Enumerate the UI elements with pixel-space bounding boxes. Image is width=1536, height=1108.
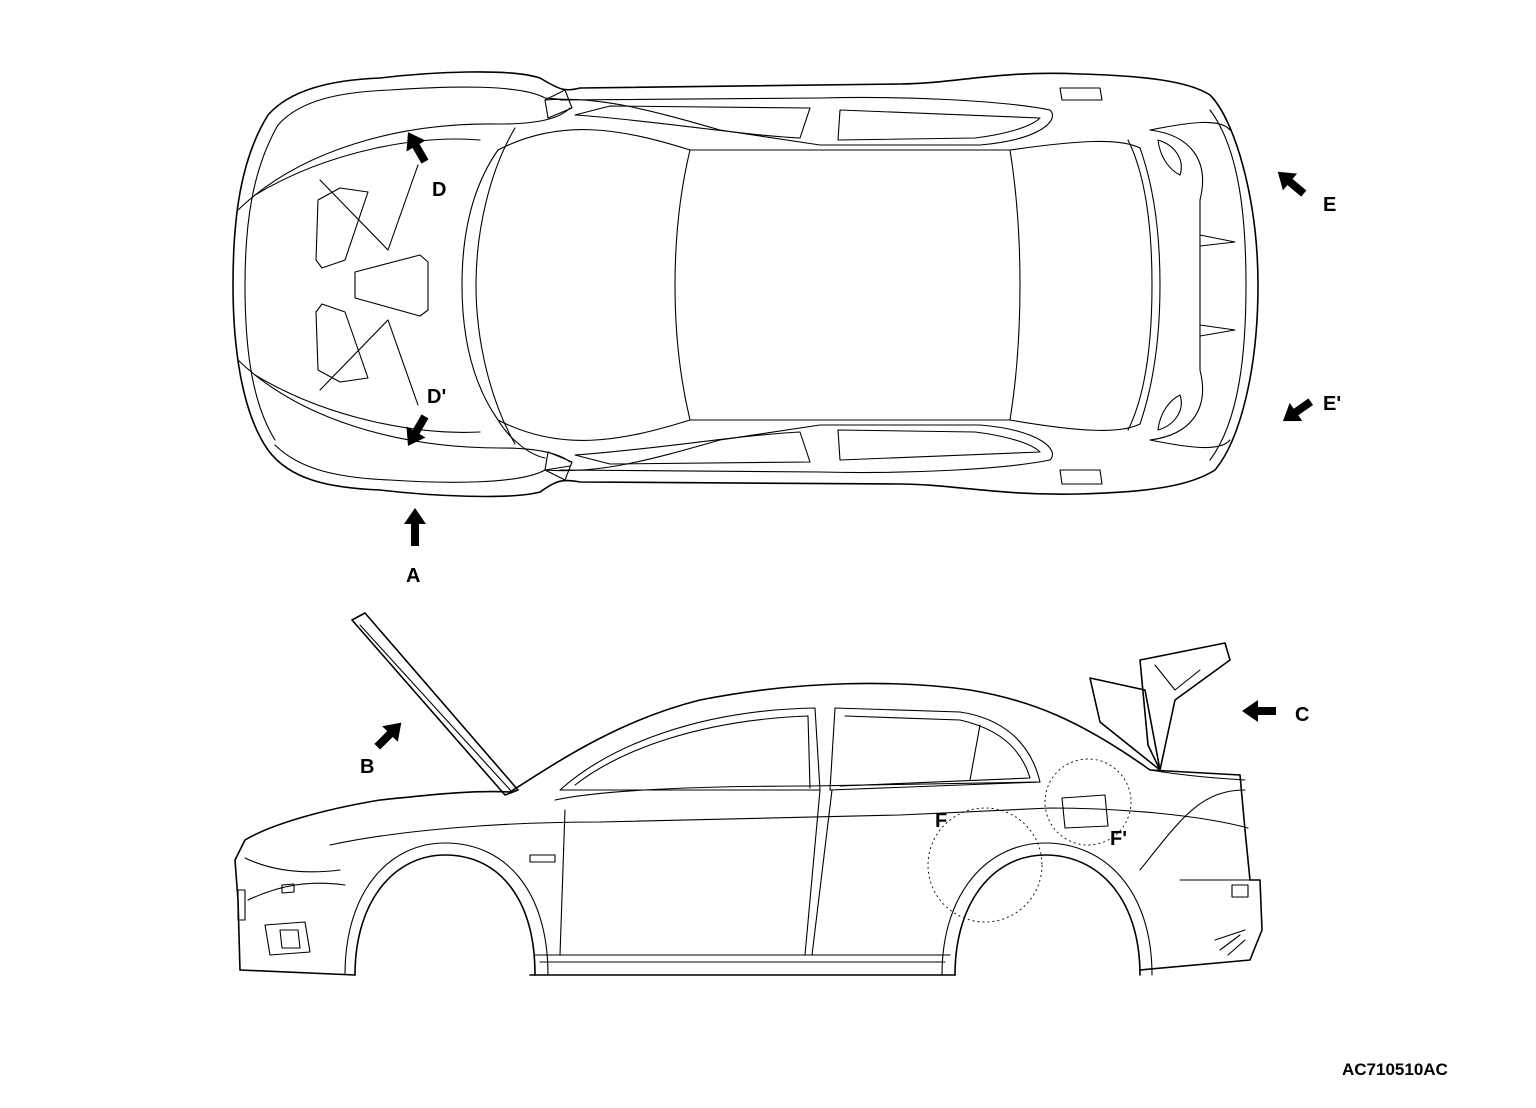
top-view-car [232, 71, 1259, 498]
arrow-icon [404, 508, 426, 546]
label-d: D [432, 179, 446, 201]
label-f-prime: F' [1110, 828, 1127, 850]
arrow-icon [406, 132, 429, 164]
arrows [374, 132, 1314, 750]
label-e-prime: E' [1323, 393, 1341, 415]
arrow-icon [1282, 398, 1314, 422]
region-f-circle [927, 807, 1043, 923]
side-view-car [234, 612, 1263, 976]
label-a: A [406, 565, 420, 587]
label-d-prime: D' [427, 386, 446, 408]
arrow-icon [1242, 700, 1276, 722]
arrow-icon [1277, 171, 1307, 197]
label-b: B [360, 756, 374, 778]
label-f: F [935, 810, 947, 832]
label-c: C [1295, 704, 1309, 726]
figure-id: AC710510AC [1342, 1060, 1448, 1079]
arrow-icon [374, 722, 402, 750]
labels: A D D' E E' B C F F' AC710510AC [360, 179, 1448, 1079]
region-f-prime-circle [1044, 758, 1132, 846]
label-e: E [1323, 194, 1336, 216]
arrow-icon [406, 414, 429, 446]
